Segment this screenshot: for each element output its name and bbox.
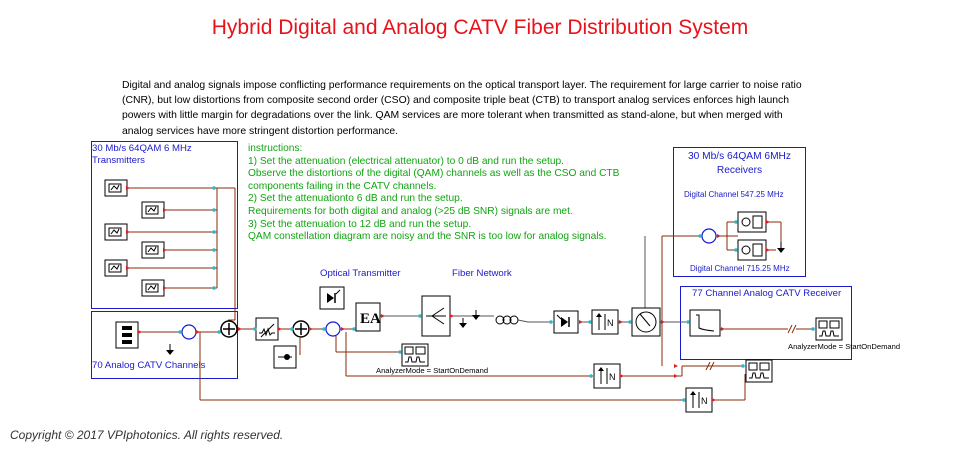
signal-analyzer-icon[interactable]: [401, 343, 429, 367]
laser-driver-icon[interactable]: [319, 286, 345, 310]
catv-source-icon[interactable]: [115, 321, 139, 349]
ground-icon: [472, 310, 480, 320]
receivers-label-line1: 30 Mb/s 64QAM 6MHz: [687, 151, 792, 162]
adder-icon[interactable]: [220, 320, 238, 338]
catv-channels-galaxy[interactable]: [91, 311, 238, 379]
adder-icon[interactable]: [292, 320, 310, 338]
svg-text:N: N: [609, 372, 616, 382]
instruction-line: Observe the distortions of the digital (…: [248, 168, 620, 180]
instruction-line: 2) Set the attenuationto 6 dB and run th…: [248, 193, 463, 205]
svg-text:N: N: [701, 396, 708, 406]
filter-icon[interactable]: N: [593, 363, 621, 389]
fiber-coil-icon[interactable]: [495, 315, 529, 325]
ground-icon: [166, 344, 174, 355]
splitter-icon[interactable]: [325, 321, 341, 337]
ground-icon: [459, 318, 467, 328]
splitter-icon[interactable]: [181, 324, 197, 340]
signal-analyzer-icon[interactable]: [745, 359, 773, 383]
svg-text:N: N: [607, 318, 614, 328]
photodiode-icon[interactable]: [553, 310, 579, 334]
fiber-network-icon[interactable]: [421, 295, 451, 337]
receivers-label-line2: Receivers: [716, 165, 763, 176]
instruction-line: components failing in the CATV channels.: [248, 180, 437, 192]
optical-splitter-icon[interactable]: [631, 307, 661, 337]
analyzer-mode-label: AnalyzerMode = StartOnDemand: [376, 366, 489, 375]
fiber-network-label: Fiber Network: [452, 268, 512, 279]
analyzer-mode-label: AnalyzerMode = StartOnDemand: [788, 342, 901, 351]
splitter-icon[interactable]: [701, 228, 717, 244]
page-title: Hybrid Digital and Analog CATV Fiber Dis…: [211, 16, 749, 39]
catv-channels-label: 70 Analog CATV Channels: [92, 360, 206, 371]
filter-icon[interactable]: N: [685, 387, 713, 413]
electrical-wires: [127, 187, 814, 401]
ports: [126, 186, 815, 402]
instruction-line: QAM constellation diagram are noisy and …: [248, 231, 607, 243]
digital-channel-1-label: Digital Channel 547.25 MHz: [684, 190, 784, 199]
qam-transmitter-icons[interactable]: [104, 179, 165, 297]
laser-label: EA: [360, 311, 381, 327]
signal-analyzer-icon[interactable]: [815, 317, 843, 341]
digital-channel-2-label: Digital Channel 715.25 MHz: [690, 264, 790, 273]
qam-receiver-icon[interactable]: [737, 239, 767, 261]
filter-icon[interactable]: N: [591, 309, 619, 335]
catv-receiver-label: 77 Channel Analog CATV Receiver: [692, 288, 842, 299]
instruction-line: Requirements for both digital and analog…: [248, 205, 573, 217]
description-text: Digital and analog signals impose confli…: [122, 80, 802, 137]
electrical-attenuator-icon[interactable]: [255, 317, 279, 341]
instructions-heading: instructions:: [248, 143, 303, 154]
receivers-galaxy[interactable]: [673, 147, 806, 277]
optical-transmitter-label: Optical Transmitter: [320, 268, 401, 279]
ground-icon: [777, 242, 785, 253]
instruction-line: 1) Set the attenuation (electrical atten…: [248, 155, 565, 167]
dc-source-icon[interactable]: [273, 345, 297, 369]
instruction-line: 3) Set the attenuation to 12 dB and run …: [248, 218, 472, 230]
instructions-panel: instructions: 1) Set the attenuation (el…: [248, 143, 668, 244]
wire-break-markers: [705, 324, 797, 371]
transmitters-label: 30 Mb/s 64QAM 6 MHz Transmitters: [92, 143, 192, 166]
lowpass-filter-icon[interactable]: [689, 309, 721, 337]
ea-laser-icon[interactable]: EA: [355, 302, 381, 332]
copyright-footer: Copyright © 2017 VPIphotonics. All right…: [10, 428, 284, 442]
transmitters-galaxy[interactable]: [91, 141, 238, 309]
qam-receiver-icon[interactable]: [737, 211, 767, 233]
